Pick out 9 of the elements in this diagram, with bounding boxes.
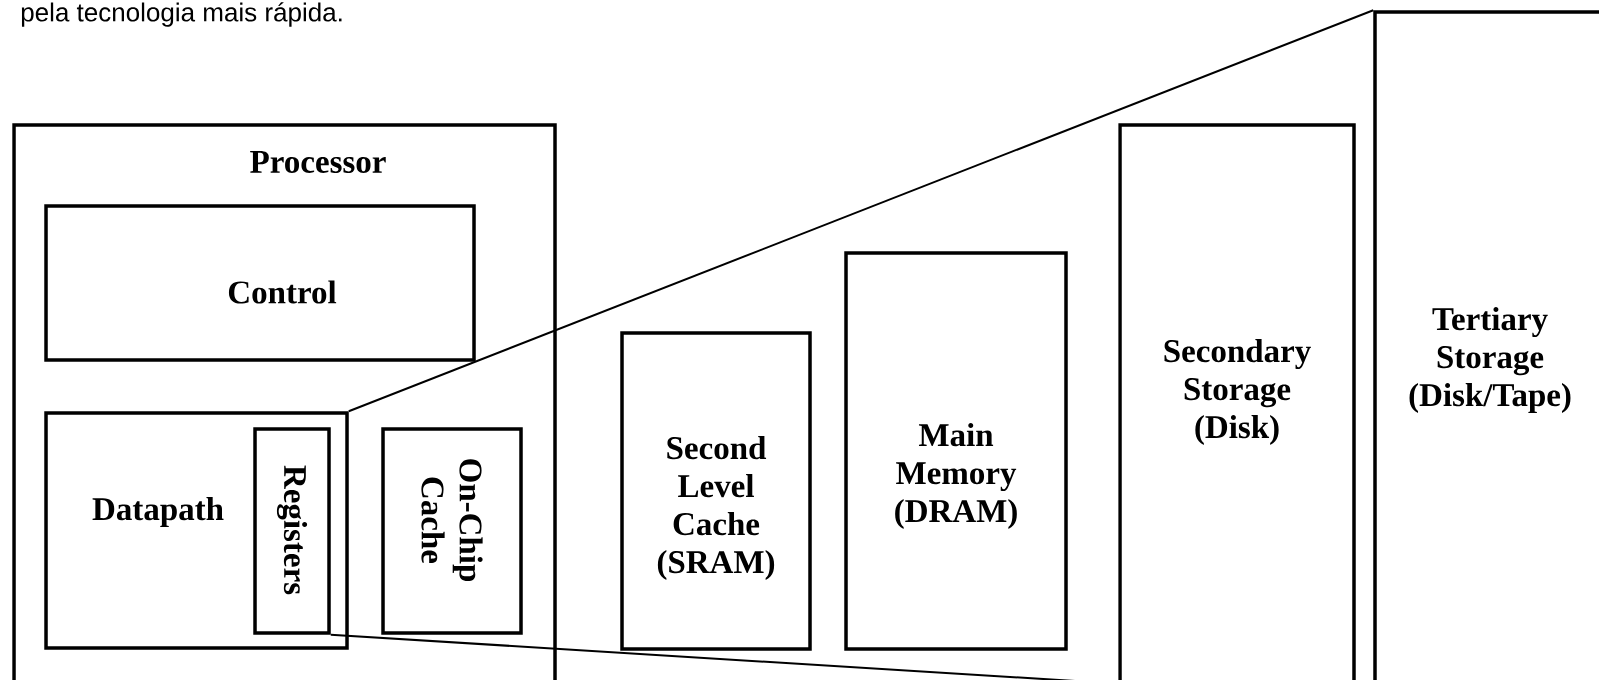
cache-box: Second Level Cache (SRAM) [620, 331, 812, 651]
storage-box: Secondary Storage (Disk) [1118, 123, 1356, 680]
memory-box: Main Memory (DRAM) [844, 251, 1068, 651]
control-box: Control [44, 204, 476, 362]
register-box: Registers [253, 427, 331, 635]
cache-box: On-Chip Cache [381, 427, 523, 635]
note-text: pela tecnologia mais rápida. [21, 2, 342, 27]
connector-line [347, 9, 1375, 413]
storage-box: Tertiary Storage (Disk/Tape) [1373, 10, 1599, 680]
